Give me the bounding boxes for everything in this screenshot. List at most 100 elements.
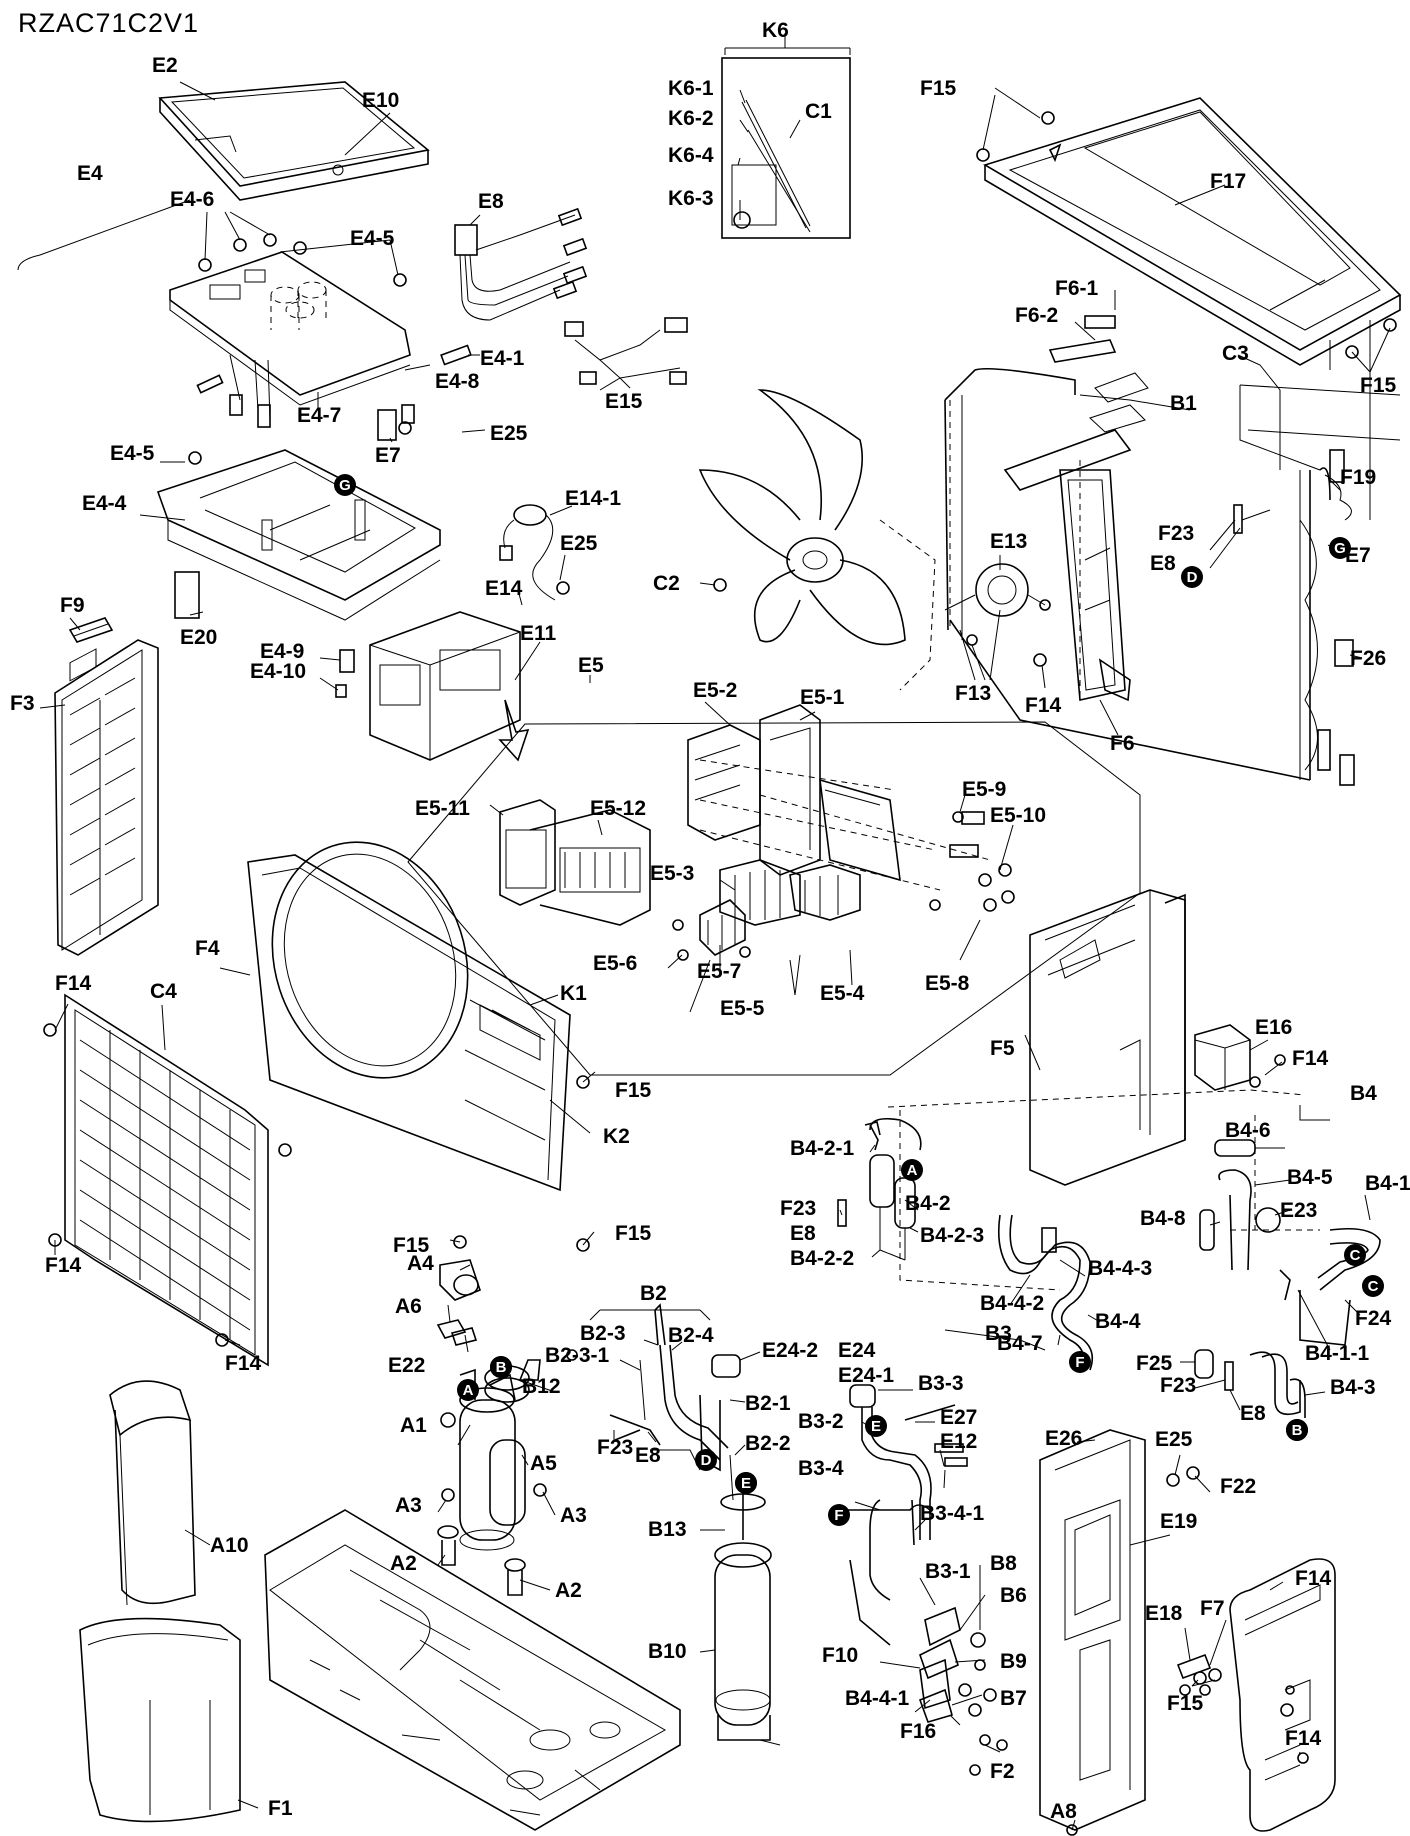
marker-circle (735, 1472, 757, 1494)
marker-circle (1362, 1275, 1384, 1297)
marker-d: D (1181, 566, 1203, 588)
part-label-f14: F14 (1295, 1567, 1332, 1590)
right-sensor-parts (1233, 467, 1331, 534)
part-label-b3-1: B3-1 (925, 1560, 971, 1583)
part-label-k1: K1 (560, 982, 587, 1005)
marker-d: D (695, 1449, 717, 1471)
part-label-b4-8: B4-8 (1140, 1207, 1186, 1230)
marker-c: C (1362, 1275, 1384, 1297)
f9-part-drawing (68, 617, 114, 643)
part-label-b4-1-1: B4-1-1 (1305, 1342, 1370, 1365)
part-label-e12: E12 (940, 1430, 977, 1453)
part-label-e10: E10 (362, 89, 399, 112)
b10-accumulator-drawing (714, 1490, 781, 1746)
part-label-e23: E23 (1280, 1199, 1317, 1222)
part-label-e20: E20 (180, 626, 217, 649)
marker-b: B (490, 1356, 512, 1378)
part-label-c2: C2 (653, 572, 680, 595)
part-label-f4: F4 (195, 937, 220, 960)
part-label-b4-6: B4-6 (1225, 1119, 1271, 1142)
part-label-k6-2: K6-2 (668, 107, 714, 130)
part-label-e27: E27 (940, 1406, 977, 1429)
part-label-f9: F9 (60, 594, 85, 617)
part-label-e8: E8 (1150, 552, 1176, 575)
part-label-b2-2: B2-2 (745, 1432, 791, 1455)
marker-letter: G (1334, 540, 1346, 557)
marker-letter: D (1187, 569, 1198, 586)
part-label-f14: F14 (45, 1254, 82, 1277)
marker-letter: E (871, 1418, 881, 1435)
part-label-f5: F5 (990, 1037, 1015, 1060)
marker-circle (1181, 566, 1203, 588)
part-label-k6-3: K6-3 (668, 187, 714, 210)
part-label-b3-2: B3-2 (798, 1410, 844, 1433)
part-label-b10: B10 (648, 1640, 687, 1663)
e4-9-part (335, 649, 355, 698)
part-label-b4-4-2: B4-4-2 (980, 1292, 1044, 1315)
part-label-e13: E13 (990, 530, 1027, 553)
connection-markers: ABCDEFGGABCDEFEBF (334, 474, 1384, 1526)
part-label-e24-2: E24-2 (762, 1339, 818, 1362)
marker-e: E (865, 1415, 887, 1437)
part-label-e25: E25 (560, 532, 598, 555)
part-label-b4: B4 (1350, 1082, 1377, 1105)
marker-circle (865, 1415, 887, 1437)
marker-circle (828, 1504, 850, 1526)
e5-box-drawing (369, 611, 530, 762)
part-label-e24: E24 (838, 1339, 876, 1362)
part-label-e8: E8 (1240, 1402, 1266, 1425)
f3-side-grille-drawing (54, 639, 159, 956)
part-drawings (43, 57, 1402, 1836)
marker-a: A (457, 1379, 479, 1401)
part-label-b2: B2 (640, 1282, 667, 1305)
marker-letter: F (834, 1507, 843, 1524)
part-label-f22: F22 (1220, 1475, 1256, 1498)
marker-b: B (1286, 1419, 1308, 1441)
marker-f: F (828, 1504, 850, 1526)
part-label-f13: F13 (955, 682, 991, 705)
part-label-c1: C1 (805, 100, 832, 123)
b1-heat-exchanger-drawing (944, 320, 1401, 786)
part-label-f6-1: F6-1 (1055, 277, 1099, 300)
b2-group-drawing (589, 1303, 741, 1501)
part-label-e15: E15 (605, 390, 643, 413)
part-label-e5-2: E5-2 (693, 679, 737, 702)
part-label-e2: E2 (152, 54, 178, 77)
part-label-e4-5: E4-5 (350, 227, 395, 250)
marker-circle (490, 1356, 512, 1378)
part-label-f14: F14 (225, 1352, 262, 1375)
part-label-f10: F10 (822, 1644, 858, 1667)
part-label-f17: F17 (1210, 170, 1246, 193)
part-label-e4-5: E4-5 (110, 442, 155, 465)
marker-letter: C (1350, 1247, 1361, 1264)
part-label-f14: F14 (55, 972, 92, 995)
part-labels: E2E10E4E4-6E4-5E8E4-1E4-8E25E4-7E7E4-5E4… (10, 19, 1410, 1823)
part-label-c3: C3 (1222, 342, 1249, 365)
marker-a: A (901, 1159, 923, 1181)
part-label-e5-11: E5-11 (415, 797, 470, 820)
part-label-e4-9: E4-9 (260, 640, 304, 663)
f2-panel-drawing (1039, 1429, 1200, 1836)
part-label-f2: F2 (990, 1760, 1015, 1783)
model-title: RZAC71C2V1 (18, 8, 200, 38)
part-label-c4: C4 (150, 980, 177, 1003)
part-label-b3-4-1: B3-4-1 (920, 1502, 985, 1525)
part-label-e5-9: E5-9 (962, 778, 1006, 801)
part-label-b9: B9 (1000, 1650, 1027, 1673)
marker-circle (1329, 537, 1351, 559)
k6-kit-drawing (721, 57, 851, 239)
part-label-b4-2-1: B4-2-1 (790, 1137, 855, 1160)
part-label-a4: A4 (407, 1252, 434, 1275)
part-label-e22: E22 (388, 1354, 425, 1377)
marker-letter: C (1368, 1278, 1379, 1295)
part-label-e19: E19 (1160, 1510, 1197, 1533)
part-label-e14-1: E14-1 (565, 487, 621, 510)
marker-circle (695, 1449, 717, 1471)
e2-cover-drawing (158, 81, 430, 201)
part-label-e26: E26 (1045, 1427, 1082, 1450)
marker-g: G (1329, 537, 1351, 559)
part-label-e5-12: E5-12 (590, 797, 646, 820)
part-label-f26: F26 (1350, 647, 1386, 670)
part-label-b13: B13 (648, 1518, 687, 1541)
part-label-b2-3-1: B2-3-1 (545, 1344, 610, 1367)
